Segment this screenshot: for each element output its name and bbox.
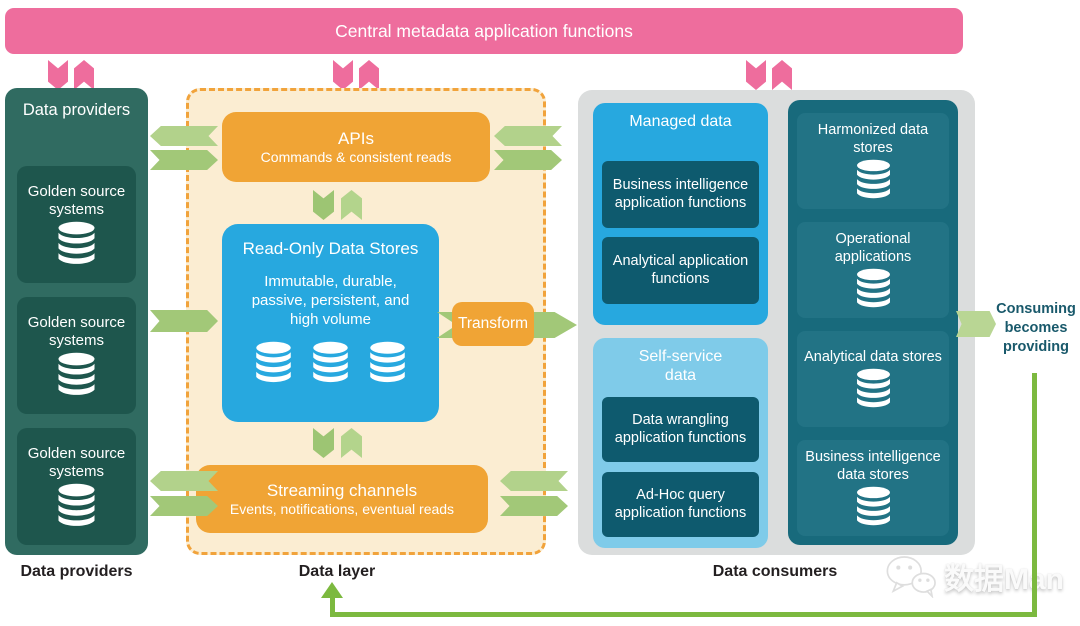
- database-icon: [856, 368, 890, 408]
- apis-subtitle: Commands & consistent reads: [260, 149, 452, 165]
- flow-right-arrow-icon: [500, 496, 568, 516]
- consuming-becomes-providing-label: Consuming becomes providing: [996, 301, 1076, 355]
- flow-right-arrow-icon: [150, 150, 218, 170]
- apis-title: APIs: [338, 129, 374, 148]
- golden-source-label: Golden source systems: [27, 444, 126, 480]
- wechat-icon: [886, 556, 936, 598]
- app-function-box: Ad-Hoc query application functions: [602, 472, 759, 537]
- pink-down-arrow-icon: [746, 60, 766, 90]
- database-icon-row: [222, 341, 439, 384]
- loop-line-bottom: [330, 612, 1037, 617]
- green-up-arrow-icon: [341, 190, 362, 220]
- transform-box: Transform: [452, 302, 534, 346]
- data-store-box: Business intelligence data stores: [797, 440, 949, 536]
- flow-left-arrow-icon: [150, 126, 218, 146]
- database-icon: [856, 159, 890, 199]
- consuming-arrow-icon: [956, 311, 996, 337]
- loop-arrowhead-icon: [321, 582, 343, 598]
- pink-up-arrow-icon: [74, 60, 94, 90]
- data-stores-column: Harmonized data stores Operational appli…: [788, 100, 958, 545]
- database-icon: [313, 342, 348, 383]
- read-only-data-stores-box: Read-Only Data Stores Immutable, durable…: [222, 224, 439, 422]
- green-down-arrow-icon: [313, 190, 334, 220]
- data-store-label: Analytical data stores: [804, 348, 942, 365]
- golden-source-label: Golden source systems: [27, 313, 126, 349]
- apis-box: APIs Commands & consistent reads: [222, 112, 490, 182]
- database-icon: [58, 222, 95, 265]
- data-consumers-caption: Data consumers: [712, 563, 838, 580]
- database-icon: [370, 342, 405, 383]
- central-metadata-banner: Central metadata application functions: [5, 8, 963, 54]
- flow-left-arrow-icon: [500, 471, 568, 491]
- loop-line-right: [1032, 373, 1037, 617]
- data-providers-panel: Data providers Golden source systems Gol…: [5, 88, 148, 555]
- pink-up-arrow-icon: [772, 60, 792, 90]
- pink-down-arrow-icon: [48, 60, 68, 90]
- app-function-box: Data wrangling application functions: [602, 397, 759, 462]
- streaming-title: Streaming channels: [266, 481, 418, 500]
- data-store-box: Harmonized data stores: [797, 113, 949, 209]
- streaming-subtitle: Events, notifications, eventual reads: [229, 501, 455, 517]
- flow-right-arrow-icon: [150, 496, 218, 516]
- golden-source-box: Golden source systems: [17, 428, 136, 545]
- app-function-label: Business intelligence application functi…: [612, 176, 749, 211]
- read-only-title: Read-Only Data Stores: [242, 239, 419, 258]
- flow-right-arrow-icon: [150, 310, 218, 332]
- app-function-label: Analytical application functions: [612, 252, 749, 287]
- app-function-label: Ad-Hoc query application functions: [614, 486, 747, 521]
- watermark: 数据Man: [884, 554, 1064, 598]
- data-store-label: Business intelligence data stores: [805, 449, 941, 483]
- database-icon: [58, 353, 95, 396]
- data-providers-caption: Data providers: [20, 563, 133, 580]
- data-store-label: Harmonized data stores: [817, 122, 929, 156]
- pink-down-arrow-icon: [333, 60, 353, 90]
- flow-left-arrow-icon: [150, 471, 218, 491]
- app-function-box: Business intelligence application functi…: [602, 161, 759, 228]
- managed-data-box: Managed data Business intelligence appli…: [593, 103, 768, 325]
- watermark-label: 数据Man: [944, 563, 1064, 596]
- transform-label: Transform: [457, 315, 529, 332]
- golden-source-label: Golden source systems: [27, 182, 126, 218]
- self-service-data-box: Self-service data Data wrangling applica…: [593, 338, 768, 548]
- flow-left-arrow-icon: [494, 126, 562, 146]
- green-up-arrow-icon: [341, 428, 362, 458]
- flow-right-arrow-icon: [494, 150, 562, 170]
- data-store-box: Analytical data stores: [797, 331, 949, 427]
- database-icon: [856, 268, 890, 308]
- self-service-title: Self-service data: [638, 348, 723, 385]
- managed-data-title: Managed data: [629, 113, 732, 130]
- streaming-channels-box: Streaming channels Events, notifications…: [196, 465, 488, 533]
- app-function-box: Analytical application functions: [602, 237, 759, 304]
- data-layer-caption: Data layer: [298, 563, 376, 580]
- data-store-label: Operational applications: [834, 231, 912, 265]
- app-function-label: Data wrangling application functions: [614, 411, 747, 446]
- banner-label: Central metadata application functions: [335, 20, 633, 41]
- green-down-arrow-icon: [313, 428, 334, 458]
- database-icon: [58, 484, 95, 527]
- database-icon: [256, 342, 291, 383]
- golden-source-box: Golden source systems: [17, 297, 136, 414]
- read-only-description: Immutable, durable, passive, persistent,…: [251, 273, 410, 328]
- data-providers-title: Data providers: [22, 101, 131, 119]
- data-store-box: Operational applications: [797, 222, 949, 318]
- pink-up-arrow-icon: [359, 60, 379, 90]
- loop-line-left: [330, 597, 335, 613]
- database-icon: [856, 486, 890, 526]
- golden-source-box: Golden source systems: [17, 166, 136, 283]
